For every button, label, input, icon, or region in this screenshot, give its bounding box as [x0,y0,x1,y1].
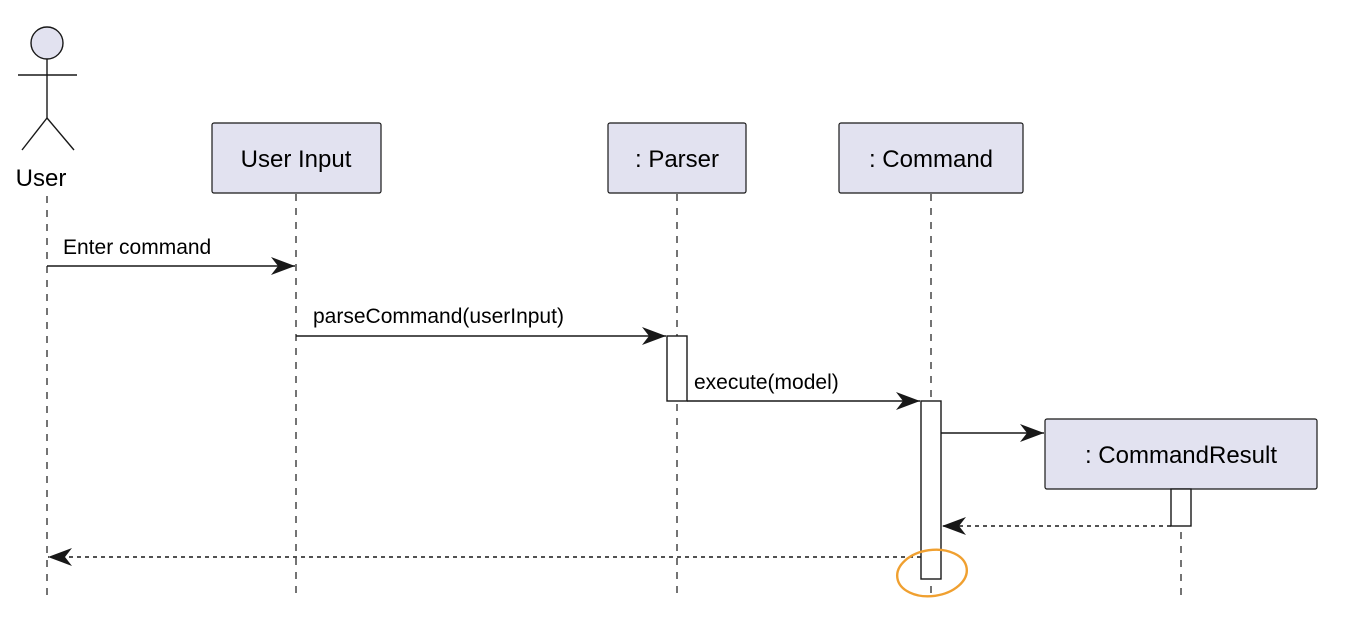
activation-command [920,400,942,580]
participant-user-input-label: User Input [241,146,352,173]
message-execute: execute(model) [687,371,920,410]
stick-figure-icon [18,26,77,151]
highlight-ellipse [895,548,969,598]
participant-command-result-label: : CommandResult [1085,442,1277,469]
participant-parser-label: : Parser [635,146,719,173]
actor-user [18,26,77,151]
participant-command: : Command [838,122,1024,194]
message-parse-command: parseCommand(userInput) [296,305,666,345]
activation-command-result [1170,488,1192,527]
activation-parser [666,335,688,402]
message-enter-command-label: Enter command [63,236,211,259]
message-parse-command-label: parseCommand(userInput) [313,305,564,328]
participant-parser: : Parser [607,122,747,194]
message-enter-command: Enter command [47,236,295,275]
participant-user-input: User Input [211,122,382,194]
actor-user-label: User [16,165,67,192]
message-execute-label: execute(model) [694,371,839,394]
lifelines [46,194,1182,596]
participant-command-result: : CommandResult [1044,418,1318,490]
participant-command-label: : Command [869,146,993,173]
